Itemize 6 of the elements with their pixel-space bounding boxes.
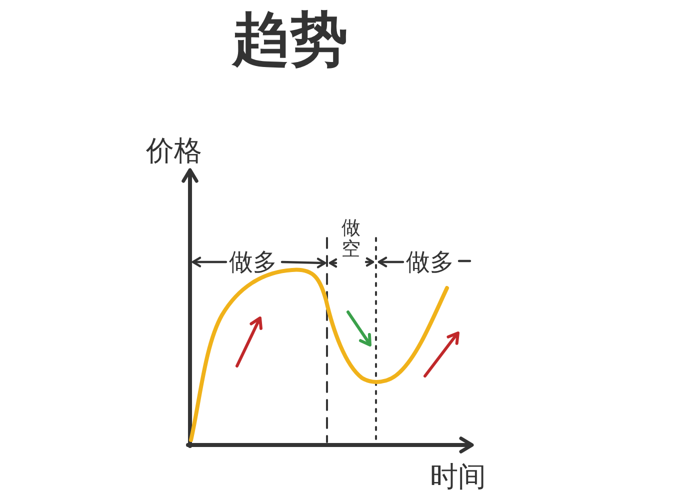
axis-label: 价格: [146, 136, 202, 167]
title: 趋势: [232, 8, 348, 72]
axis-label: 时间: [430, 462, 486, 493]
span-label: 做空: [340, 218, 362, 260]
span-label: 做多: [229, 249, 277, 276]
span-label: 做多: [406, 249, 454, 276]
